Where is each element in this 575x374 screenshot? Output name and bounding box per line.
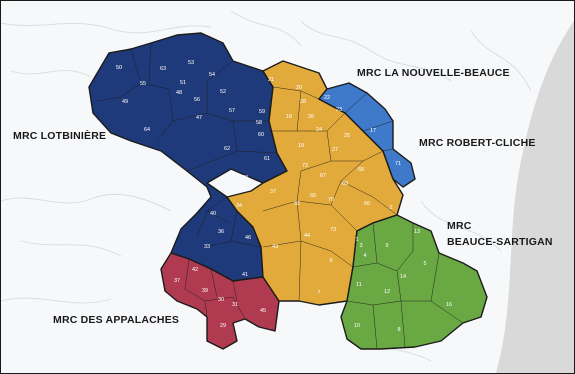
sector-number: 58: [256, 120, 262, 126]
sector-number: 31: [232, 302, 238, 308]
sector-number: 38: [242, 175, 248, 181]
sector-number: 9: [385, 243, 388, 249]
sector-number: 50: [116, 65, 122, 71]
label-mrc-lotbiniere: MRC LOTBINIÈRE: [13, 129, 106, 142]
sector-number: 61: [264, 156, 270, 162]
label-mrc-des-appalaches: MRC DES APPALACHES: [53, 314, 179, 326]
sector-number: 52: [220, 89, 226, 95]
sector-number: 69: [342, 181, 348, 187]
sector-number: 40: [210, 211, 216, 217]
mrc-beauce-sartigan[interactable]: [340, 214, 488, 350]
sector-number: 1: [355, 237, 358, 243]
sector-number: 43: [272, 244, 278, 250]
sector-number: 33: [204, 244, 210, 250]
sector-number: 21: [268, 77, 274, 83]
sector-number: 36: [218, 229, 224, 235]
sector-number: 66: [364, 201, 370, 207]
sector-number: 7: [317, 290, 320, 296]
sector-number: 62: [224, 146, 230, 152]
sector-number: 4: [363, 253, 366, 259]
sector-number: 63: [160, 66, 166, 72]
sector-number: 19: [298, 143, 304, 149]
sector-number: 16: [446, 302, 452, 308]
label-mrc-beauce-sartigan-line1: MRC: [447, 220, 472, 232]
sector-number: 45: [260, 308, 266, 314]
sector-number: 72: [302, 163, 308, 169]
sector-number: 20: [296, 85, 302, 91]
sector-number: 26: [308, 114, 314, 120]
mrc-robert-cliche[interactable]: [318, 82, 416, 188]
label-mrc-beauce-sartigan-line2: BEAUCE-SARTIGAN: [447, 236, 553, 248]
background-rivers: [1, 10, 532, 362]
sector-number: 71: [395, 161, 401, 167]
sector-number: 57: [229, 108, 235, 114]
sector-number: 5: [423, 261, 426, 267]
sector-numbers: 50 63 53 51 54 55 48 52 49 56 47 64 57 5…: [116, 60, 452, 333]
sector-number: 37: [270, 189, 276, 195]
sector-number: 53: [188, 60, 194, 66]
sector-number: 6: [329, 258, 332, 264]
sector-number: 10: [354, 323, 360, 329]
sector-number: 12: [384, 289, 390, 295]
relief-shading: [496, 21, 574, 373]
sector-number: 25: [344, 133, 350, 139]
sector-number: 39: [202, 288, 208, 294]
sector-number: 51: [180, 80, 186, 86]
sector-number: 48: [176, 90, 182, 96]
sector-number: 24: [316, 127, 322, 133]
sector-number: 59: [259, 109, 265, 115]
sector-number: 42: [192, 267, 198, 273]
mrc-des-appalaches[interactable]: [160, 252, 280, 350]
sector-number: 30: [218, 297, 224, 303]
label-mrc-robert-cliche: MRC ROBERT-CLICHE: [419, 137, 536, 149]
sector-number: 47: [196, 115, 202, 121]
sector-number: 46: [245, 235, 251, 241]
sector-number: 29: [220, 323, 226, 329]
sector-number: 8: [397, 327, 400, 333]
sector-number: 17: [370, 128, 376, 134]
robert-cliche-territory: [318, 82, 416, 188]
label-mrc-la-nouvelle-beauce: MRC LA NOUVELLE-BEAUCE: [357, 67, 510, 79]
sector-number: 3: [359, 243, 362, 249]
sector-number: 56: [194, 97, 200, 103]
sector-number: 49: [122, 99, 128, 105]
sector-number: 44: [304, 233, 310, 239]
sector-number: 55: [140, 81, 146, 87]
sector-number: 23: [336, 107, 342, 113]
sector-number: 73: [330, 227, 336, 233]
sector-number: 70: [328, 197, 334, 203]
sector-number: 27: [332, 147, 338, 153]
sector-number: 2: [389, 205, 392, 211]
sector-number: 34: [236, 203, 242, 209]
sector-number: 37: [174, 278, 180, 284]
sector-number: 60: [258, 132, 264, 138]
sector-number: 41: [242, 272, 248, 278]
sector-number: 28: [300, 99, 306, 105]
sector-number: 64: [144, 127, 150, 133]
sector-number: 13: [414, 229, 420, 235]
sector-number: 65: [310, 193, 316, 199]
sector-number: 22: [324, 95, 330, 101]
sector-number: 32: [294, 201, 300, 207]
sector-number: 18: [286, 114, 292, 120]
sector-number: 67: [320, 173, 326, 179]
beauce-sartigan-territory: [340, 214, 488, 350]
sector-number: 54: [209, 72, 215, 78]
sector-number: 14: [400, 274, 406, 280]
sector-number: 11: [356, 282, 362, 288]
sector-number: 68: [358, 167, 364, 173]
